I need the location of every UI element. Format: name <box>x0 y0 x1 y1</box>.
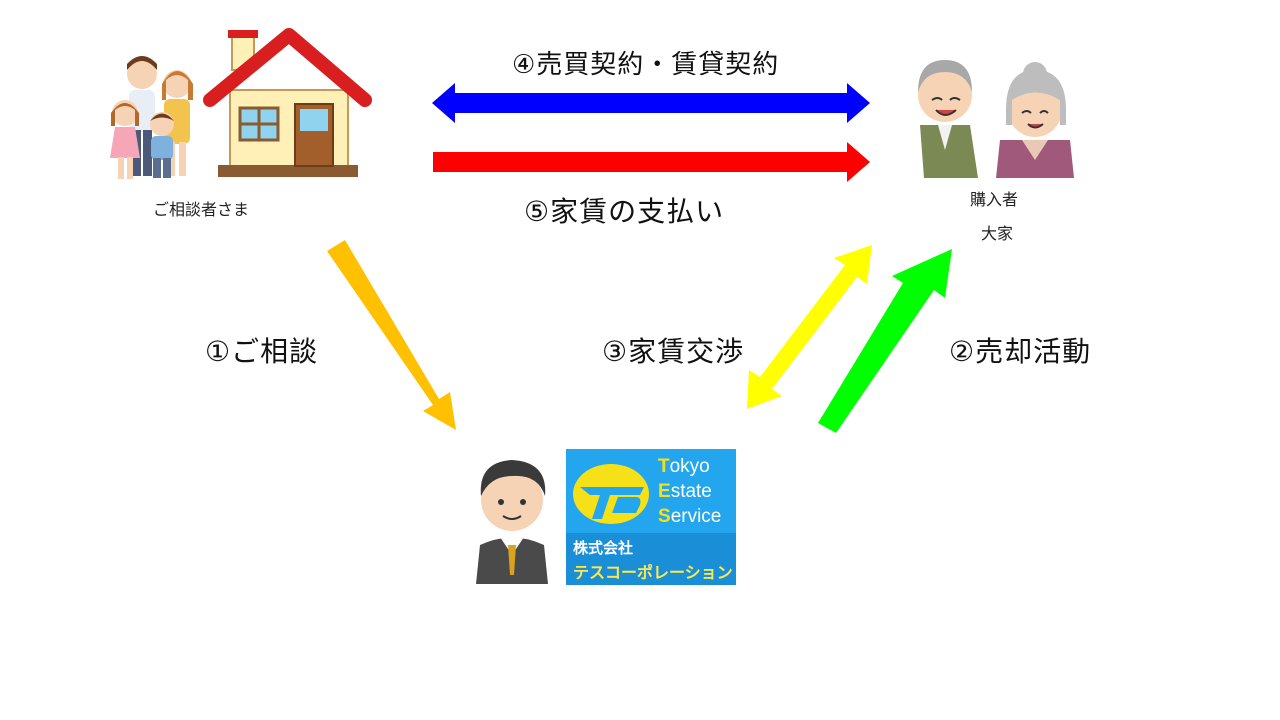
step4-contract-label: ④売買契約・賃貸契約 <box>512 50 780 80</box>
logo-line-estate: Estate <box>658 481 712 502</box>
logo-line-tokyo: Tokyo <box>658 456 710 477</box>
buyer-label: 購入者 <box>970 190 1019 209</box>
step3-negotiation-label: ③家賃交渉 <box>602 335 745 368</box>
logo-company-name: テスコーポレーション <box>573 563 733 582</box>
customer-label: ご相談者さま <box>153 200 250 219</box>
sales-activity-arrow <box>818 249 952 433</box>
payment-arrow <box>433 142 870 182</box>
logo-line-service: Service <box>658 506 722 527</box>
elderly-couple-illustration <box>918 60 1074 178</box>
logo-bottom-panel: 株式会社 テスコーポレーション <box>566 533 736 585</box>
step1-consultation-label: ①ご相談 <box>205 335 319 368</box>
step2-sales-label: ②売却活動 <box>949 335 1092 368</box>
agent-illustration <box>476 460 548 584</box>
tes-emblem-icon <box>573 464 649 524</box>
contract-double-arrow <box>432 83 870 123</box>
family-house-illustration <box>110 28 372 179</box>
logo-top-panel: Tokyo Estate Service <box>566 449 736 533</box>
step5-payment-label: ⑤家賃の支払い <box>524 195 725 228</box>
logo-company-type: 株式会社 <box>573 539 634 557</box>
negotiation-double-arrow <box>747 245 872 409</box>
landlord-label: 大家 <box>981 224 1014 243</box>
consultation-arrow <box>327 240 456 430</box>
company-logo: Tokyo Estate Service 株式会社 テスコーポレーション <box>566 449 736 585</box>
